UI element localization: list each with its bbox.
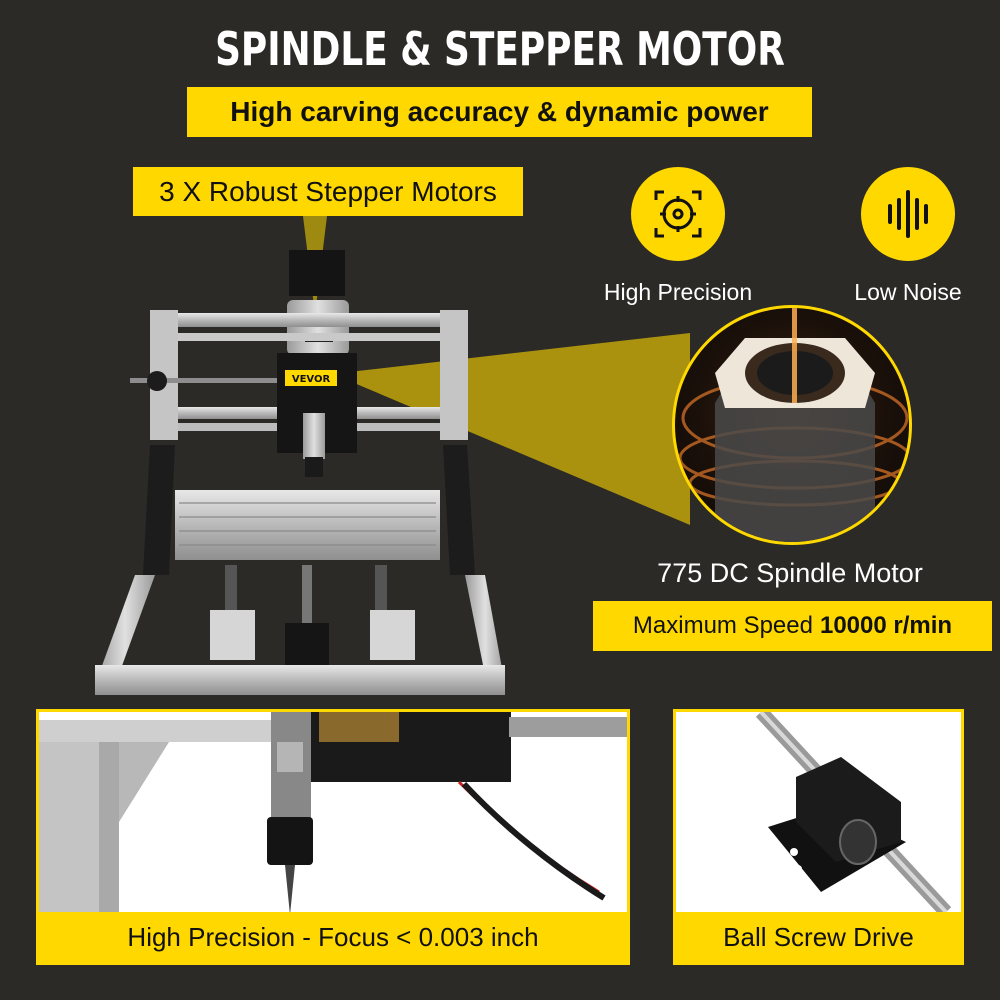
panel-caption: Ball Screw Drive: [676, 912, 961, 962]
spindle-motor-title: 775 DC Spindle Motor: [657, 558, 923, 588]
stepper-motors-text: 3 X Robust Stepper Motors: [159, 175, 497, 207]
panel-caption: High Precision - Focus < 0.003 inch: [39, 912, 627, 962]
feature-label: High Precision: [603, 279, 753, 305]
cnc-machine-image: VEVOR: [95, 250, 505, 695]
subtitle-banner: High carving accuracy & dynamic power: [187, 87, 812, 137]
stepper-motors-callout: 3 X Robust Stepper Motors: [133, 167, 523, 216]
sound-wave-icon: [861, 167, 955, 261]
ball-screw-image: [676, 712, 961, 912]
max-speed-value: 10000 r/min: [819, 612, 953, 639]
page-title: SPINDLE & STEPPER MOTOR: [215, 22, 785, 76]
svg-text:VEVOR: VEVOR: [292, 374, 331, 385]
feature-high-precision: High Precision: [598, 167, 758, 306]
subtitle-text: High carving accuracy & dynamic power: [230, 96, 769, 127]
spindle-motor-closeup-image: [672, 305, 912, 545]
spindle-callout-pointer: [340, 333, 690, 525]
max-speed-banner: Maximum Speed 10000 r/min: [593, 601, 992, 651]
feature-label: Low Noise: [854, 279, 962, 305]
feature-low-noise: Low Noise: [828, 167, 988, 306]
focus-precision-panel: High Precision - Focus < 0.003 inch: [36, 709, 630, 965]
target-crosshair-icon: [631, 167, 725, 261]
spindle-tip-closeup-image: [39, 712, 627, 912]
ball-screw-panel: Ball Screw Drive: [673, 709, 964, 965]
max-speed-label: Maximum Speed: [632, 612, 813, 639]
